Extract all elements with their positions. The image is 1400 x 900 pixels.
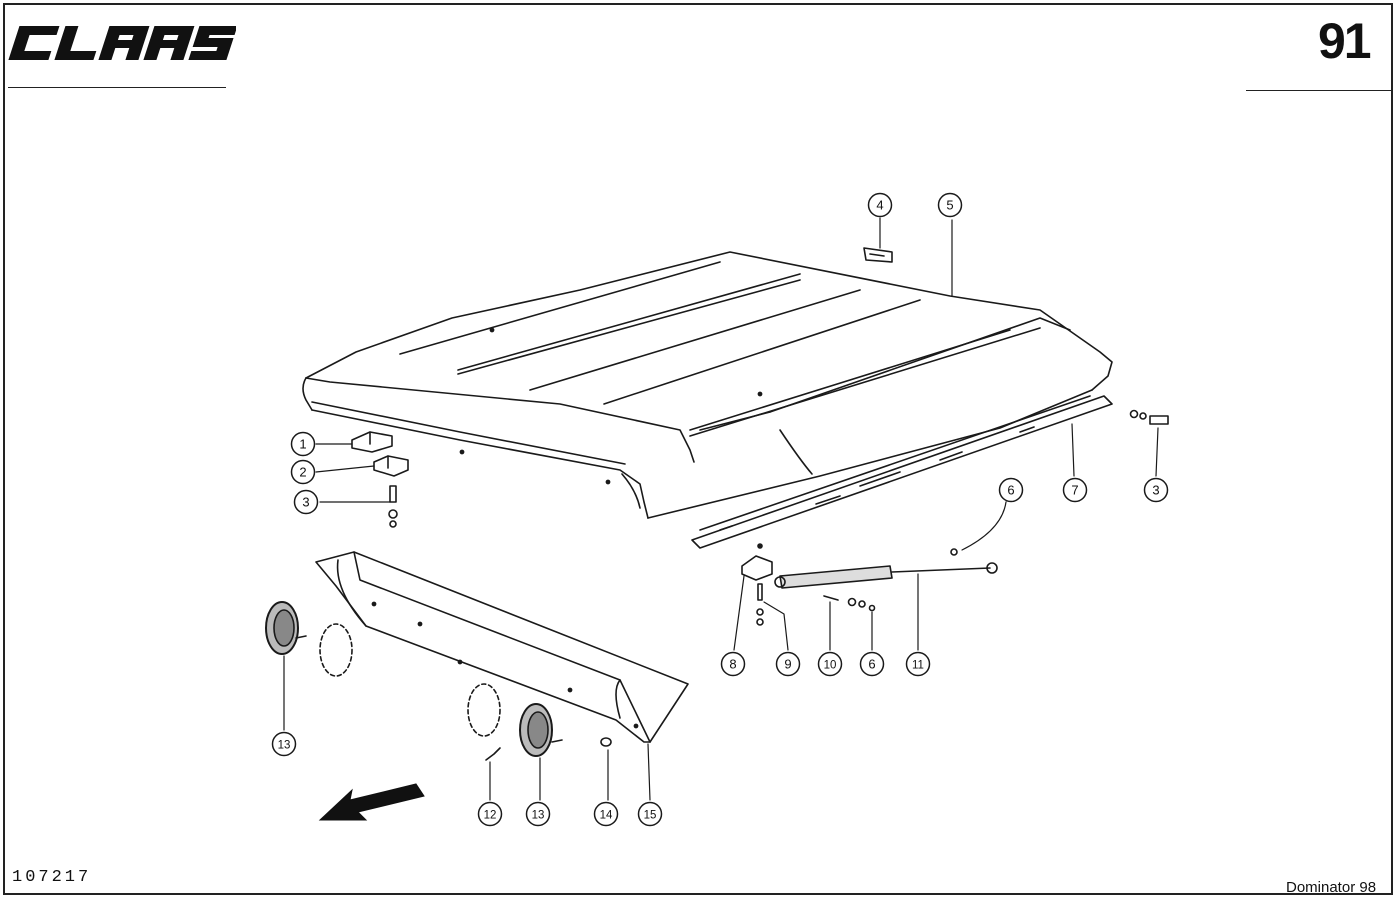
callout-label: 6: [1007, 483, 1014, 498]
callout-label: 4: [876, 198, 883, 213]
callout-6: 6: [859, 651, 885, 677]
bracket-upper: [351, 431, 393, 453]
callout-circle: [867, 192, 893, 218]
callout-circle: [905, 651, 931, 677]
callout-label: 12: [484, 810, 497, 822]
callout-circle: [290, 431, 316, 457]
callout-circle: [775, 651, 801, 677]
callout-circle: [477, 801, 503, 827]
side-rail: [691, 395, 1113, 549]
callout-circle: [293, 489, 319, 515]
callout-8: 8: [720, 651, 746, 677]
lamp-beam: [315, 551, 689, 743]
callout-label: 15: [644, 810, 657, 822]
callout-circle: [525, 801, 551, 827]
callout-circle: [720, 651, 746, 677]
callout-label: 1: [299, 437, 306, 452]
callout-11: 11: [905, 651, 931, 677]
callout-circle: [637, 801, 663, 827]
callout-7: 7: [1062, 477, 1088, 503]
gas-strut: [774, 548, 998, 612]
plug-cap: [600, 737, 612, 747]
cab-roof: [302, 251, 1113, 519]
small-bracket: [863, 247, 893, 263]
callout-10: 10: [817, 651, 843, 677]
callout-label: 2: [299, 465, 306, 480]
callout-label: 3: [302, 495, 309, 510]
claas-logo: [8, 26, 236, 60]
bolt-left: [388, 485, 398, 528]
lamp-right: [467, 683, 563, 761]
callout-label: 11: [912, 660, 924, 672]
callout-circle: [937, 192, 963, 218]
callout-13: 13: [525, 801, 551, 827]
callout-circle: [593, 801, 619, 827]
callout-2: 2: [290, 459, 316, 485]
strut-bracket: [741, 543, 773, 626]
bracket-lower: [373, 455, 409, 477]
callout-5: 5: [937, 192, 963, 218]
callout-14: 14: [593, 801, 619, 827]
callout-13: 13: [271, 731, 297, 757]
callout-circle: [859, 651, 885, 677]
callout-circle: [817, 651, 843, 677]
header-rule-right: [1246, 90, 1392, 91]
callout-4: 4: [867, 192, 893, 218]
callout-label: 9: [784, 657, 791, 672]
callout-label: 14: [600, 810, 613, 822]
callout-circle: [290, 459, 316, 485]
callout-label: 3: [1152, 483, 1159, 498]
direction-arrow-icon: [318, 783, 425, 821]
lamp-left: [265, 601, 353, 677]
callout-12: 12: [477, 801, 503, 827]
callout-1: 1: [290, 431, 316, 457]
callout-circle: [271, 731, 297, 757]
drawing-id: 107217: [12, 868, 92, 887]
leader-lines: [283, 217, 1159, 801]
callout-circle: [1062, 477, 1088, 503]
page-frame: [3, 3, 1393, 895]
callout-6: 6: [998, 477, 1024, 503]
callout-3: 3: [1143, 477, 1169, 503]
callout-label: 7: [1071, 483, 1078, 498]
callout-label: 8: [729, 657, 736, 672]
header-rule-left: [8, 87, 226, 88]
callout-circle: [998, 477, 1024, 503]
callout-label: 10: [824, 660, 837, 672]
callout-label: 13: [532, 810, 545, 822]
callout-label: 6: [868, 657, 875, 672]
callout-9: 9: [775, 651, 801, 677]
model-name: Dominator 98: [1286, 879, 1377, 896]
callout-label: 5: [946, 198, 953, 213]
callout-label: 13: [278, 740, 291, 752]
callout-circle: [1143, 477, 1169, 503]
callout-15: 15: [637, 801, 663, 827]
bolt-right: [1129, 409, 1169, 425]
page-number: 91: [1318, 13, 1372, 69]
callout-3: 3: [293, 489, 319, 515]
